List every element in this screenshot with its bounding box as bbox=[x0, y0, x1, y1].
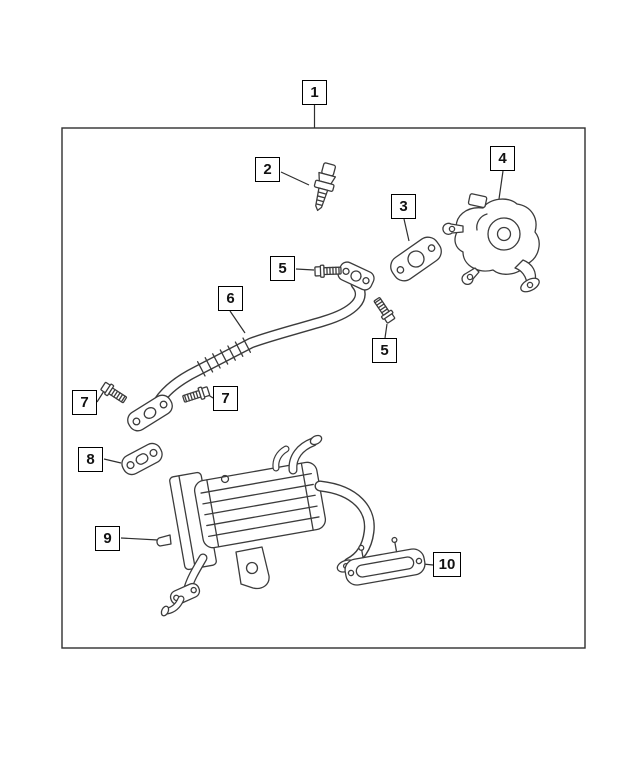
part-5-bolt-a bbox=[314, 263, 342, 279]
callout-9[interactable]: 9 bbox=[95, 526, 120, 551]
leader-line-9 bbox=[120, 537, 159, 541]
leader-line-5b bbox=[384, 323, 388, 339]
cooler-port bbox=[220, 474, 230, 484]
leader-line-2 bbox=[280, 171, 310, 186]
callout-4[interactable]: 4 bbox=[490, 146, 515, 171]
callout-6[interactable]: 6 bbox=[218, 286, 243, 311]
callout-5b[interactable]: 5 bbox=[372, 338, 397, 363]
part-2-temperature-sensor bbox=[313, 162, 337, 212]
part-3-egr-valve-gasket bbox=[390, 236, 442, 282]
gasket-studs bbox=[358, 536, 398, 559]
callout-2[interactable]: 2 bbox=[255, 157, 280, 182]
leader-line-8 bbox=[103, 458, 122, 464]
part-10-cooler-gasket bbox=[344, 536, 426, 586]
callout-1[interactable]: 1 bbox=[302, 80, 327, 105]
cooler-mount-ear bbox=[156, 534, 172, 547]
cooler-outlet bbox=[160, 553, 208, 617]
callout-7a[interactable]: 7 bbox=[72, 390, 97, 415]
leader-line-7a bbox=[96, 390, 105, 403]
part-5-bolt-b bbox=[371, 295, 397, 325]
callout-8[interactable]: 8 bbox=[78, 447, 103, 472]
callout-10[interactable]: 10 bbox=[433, 552, 461, 577]
tube-bellows-ribs bbox=[196, 337, 252, 377]
tube-lower-flange bbox=[127, 394, 173, 432]
callout-3[interactable]: 3 bbox=[391, 194, 416, 219]
cooler-core bbox=[193, 461, 327, 549]
part-7-bolt-a bbox=[99, 380, 129, 406]
part-6-egr-tube bbox=[127, 261, 375, 432]
cooler-bracket bbox=[235, 546, 270, 590]
leader-line-5a bbox=[295, 268, 315, 271]
diagram-frame bbox=[61, 127, 586, 649]
callout-5a[interactable]: 5 bbox=[270, 256, 295, 281]
part-8-tube-gasket bbox=[121, 442, 163, 476]
part-9-egr-cooler-assembly bbox=[156, 434, 375, 617]
cooler-top-nipples bbox=[272, 434, 323, 475]
part-7-bolt-b bbox=[181, 384, 211, 406]
leader-line-3 bbox=[403, 218, 410, 242]
part-4-egr-valve bbox=[442, 193, 540, 293]
leader-line-4 bbox=[498, 170, 504, 200]
leader-line-6 bbox=[229, 310, 246, 334]
callout-7b[interactable]: 7 bbox=[213, 386, 238, 411]
